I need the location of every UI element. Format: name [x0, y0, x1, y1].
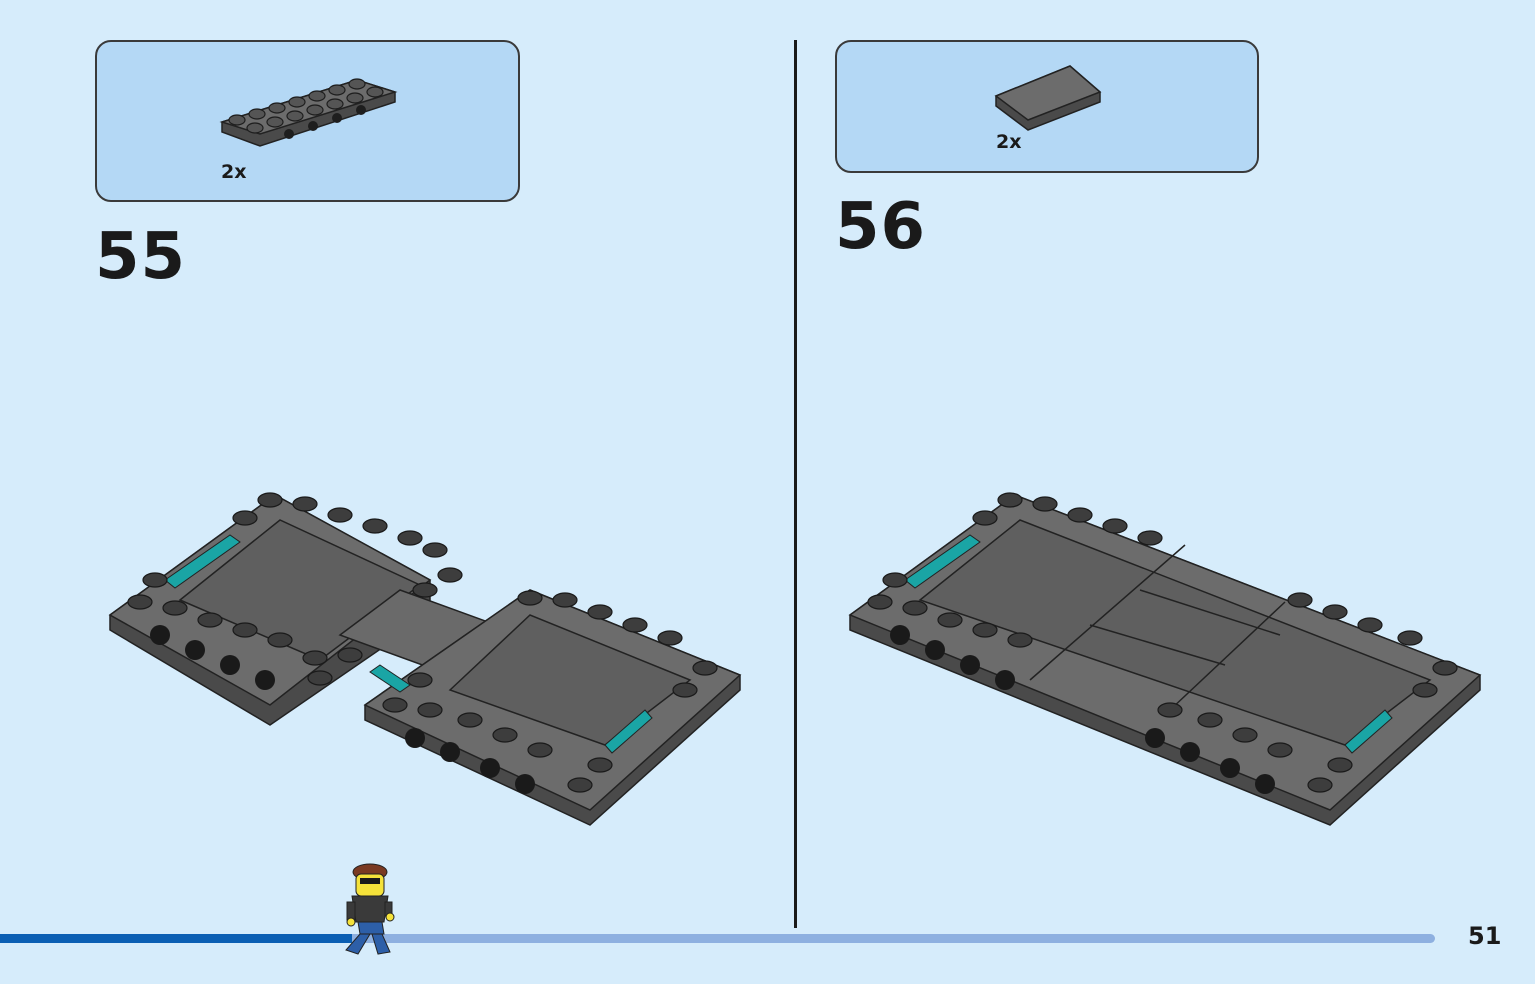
step-number-55: 55: [95, 220, 187, 294]
plate-with-studs-icon: [219, 78, 398, 147]
model-assembly-step-56: [848, 492, 1482, 826]
tile-icon: [994, 65, 1102, 131]
part-quantity: 2x: [996, 131, 1022, 153]
step-number-56: 56: [835, 190, 927, 264]
part-quantity: 2x: [221, 161, 247, 183]
step-divider: [794, 40, 797, 928]
parts-callout-step-56: 2x: [835, 40, 1259, 173]
progress-fill: [0, 934, 352, 943]
progress-track: [0, 934, 1435, 943]
page-number: 51: [1468, 922, 1502, 950]
parts-callout-step-55: 2x: [95, 40, 520, 202]
minifigure-walking-icon: [345, 863, 395, 955]
model-assembly-step-55: [108, 492, 742, 826]
